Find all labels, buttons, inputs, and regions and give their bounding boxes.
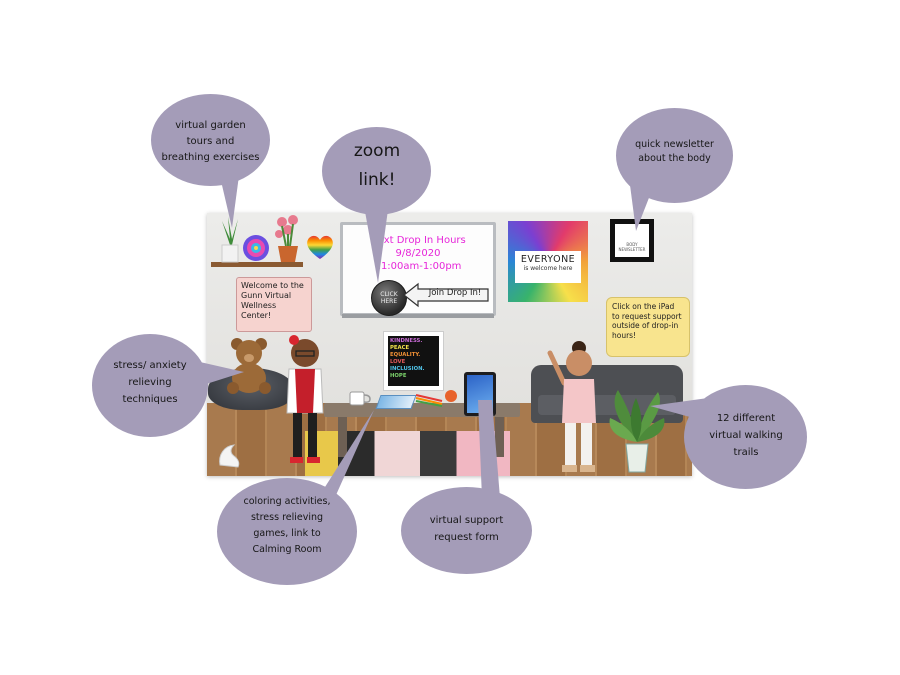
everyone-poster-title: EVERYONE [520,254,576,265]
succulent-plant-icon[interactable] [216,215,244,263]
coffee-table-leg [338,417,347,457]
support-form-bubble[interactable] [401,487,532,574]
zoom-link-bubble[interactable] [322,127,431,215]
coffee-table-leg [495,417,504,457]
zoom-link-label[interactable]: zoom link! [353,141,401,190]
join-arrow-icon[interactable] [402,282,492,308]
coloring-bubble-tail [318,410,374,504]
rainbow-heart-icon [307,235,333,259]
values-word: LOVE [390,359,406,365]
values-poster: KINDNESS. PEACE EQUALITY. LOVE INCLUSION… [383,331,444,391]
body-newsletter-frame[interactable]: BODY NEWSLETTER [610,219,654,262]
teddy-bear-icon[interactable] [224,336,274,396]
stress-bubble-tail [200,362,244,386]
click-here-button[interactable]: CLICK HERE [371,280,407,316]
values-poster-inner: KINDNESS. PEACE EQUALITY. LOVE INCLUSION… [388,336,439,386]
values-word: HOPE [390,373,407,379]
whiteboard-date: 9/8/2020 [395,248,441,259]
everyone-welcome-poster: EVERYONE is welcome here [508,221,588,302]
everyone-poster-subtitle: is welcome here [523,265,573,272]
whiteboard-time: 11:00am-1:00pm [374,261,462,272]
support-form-label[interactable]: virtual support request form [429,515,504,543]
flower-pot-icon[interactable] [273,214,303,264]
stress-ball-icon[interactable] [444,389,458,403]
garden-tours-label[interactable]: virtual garden tours and breathing exerc… [161,120,260,163]
newsletter-frame-inner: BODY NEWSLETTER [615,224,649,257]
values-word: INCLUSION. [390,366,425,372]
plant-shelf [211,262,303,267]
school-logo-icon [219,444,240,468]
coloring-book[interactable] [375,395,417,409]
whiteboard-tray [342,314,494,318]
stress-relief-label[interactable]: stress/ anxiety relieving techniques [113,360,187,405]
garden-tours-bubble[interactable] [151,94,270,186]
coloring-activities-label[interactable]: coloring activities, stress relieving ga… [243,496,331,555]
welcome-note: Welcome to the Gunn Virtual Wellness Cen… [236,277,312,332]
walking-trails-bubble[interactable] [684,385,807,489]
newsletter-bubble[interactable] [616,108,733,203]
colored-pencils-icon[interactable] [414,393,444,407]
support-bubble-tail [478,400,500,498]
values-word: EQUALITY. [390,352,421,358]
coffee-mug-icon [349,391,371,406]
zoom-bubble-tail [362,195,390,283]
join-drop-in-label[interactable]: Join Drop In! [428,288,482,298]
everyone-poster-card: EVERYONE is welcome here [515,251,581,283]
whiteboard-title: Next Drop In Hours [370,235,466,246]
values-word: KINDNESS. [390,338,423,344]
host-avatar-left [286,335,324,463]
pinwheel-flower-icon[interactable] [241,233,271,263]
stress-relief-bubble[interactable] [92,334,208,437]
values-word: PEACE [390,345,410,351]
host-avatar-right [547,341,596,472]
newsletter-label[interactable]: quick newsletter about the body [635,139,714,164]
walking-trails-label[interactable]: 12 different virtual walking trails [709,413,783,458]
ipad-instruction-note: Click on the iPad to request support out… [606,297,690,357]
coloring-activities-bubble[interactable] [217,478,357,585]
potted-plant-icon[interactable] [606,382,668,474]
